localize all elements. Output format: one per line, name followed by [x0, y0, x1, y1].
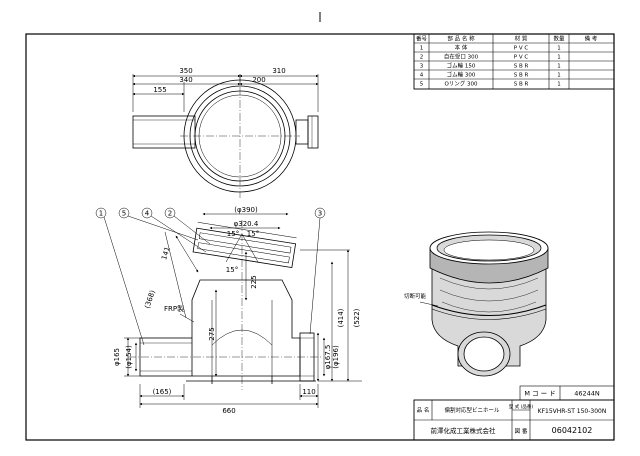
parts-row-1-material: P V C — [514, 46, 529, 52]
company-name: 前澤化成工業株式会社 — [431, 426, 497, 435]
dim-141: 141 — [160, 246, 172, 261]
parts-row-2-material: P V C — [514, 55, 529, 61]
dim-275: 275 — [208, 327, 216, 340]
dim-368: (368) — [143, 289, 157, 310]
parts-row-1-no: 1 — [420, 46, 424, 52]
isometric-view — [429, 231, 549, 377]
parts-row-3-name: ゴム輪 150 — [447, 62, 476, 70]
dim-522: (522) — [353, 308, 361, 327]
balloon-2-label: 2 — [168, 210, 172, 218]
balloon-5-label: 5 — [122, 210, 126, 218]
dim-154: (φ154) — [125, 345, 133, 369]
parts-row-5-name: Oリング 300 — [444, 80, 478, 88]
dim-390: (φ390) — [234, 206, 258, 214]
dim-110: 110 — [302, 388, 315, 396]
title-block — [413, 385, 615, 441]
section-view — [128, 220, 322, 390]
plan-dimensions — [132, 74, 319, 112]
dim-167-5: φ167.5 — [324, 345, 332, 370]
parts-table-headers: 番号 部 品 名 称 材 質 数量 備 考 — [416, 35, 598, 43]
parts-row-5-no: 5 — [420, 82, 424, 88]
parts-header-material: 材 質 — [515, 35, 528, 43]
plan-dimension-labels: 350 310 340 200 155 — [153, 67, 285, 94]
parts-row-3-no: 3 — [420, 64, 424, 70]
cut-location-leader — [419, 301, 439, 307]
dim-414: (414) — [337, 308, 345, 327]
parts-row-2-no: 2 — [420, 55, 424, 61]
parts-row-3-material: S B R — [514, 64, 529, 70]
plan-view — [132, 74, 319, 198]
dim-196: (φ196) — [332, 345, 340, 369]
parts-row-1-qty: 1 — [557, 46, 561, 52]
parts-table — [413, 33, 615, 90]
cut-location-label: 切断可能 — [404, 292, 427, 300]
title-block-text: M コ ー ド 46244N 品 名 偏割対応型ビニホール 型 式 (品番) K… — [417, 390, 607, 436]
dim-angle-15a: 15° — [227, 230, 239, 238]
parts-header-name: 部 品 名 称 — [447, 35, 475, 43]
drawing-no-label: 図 番 — [515, 428, 528, 435]
drawing-frame — [25, 33, 615, 441]
balloon-2 — [164, 207, 176, 219]
parts-row-4-name: ゴム輪 300 — [447, 71, 476, 79]
mcode-value: 46244N — [574, 390, 600, 398]
drawing-no-value: 06042102 — [552, 426, 593, 435]
parts-row-5-qty: 1 — [557, 82, 561, 88]
balloon-3-label: 3 — [318, 210, 322, 218]
balloon-1-label: 1 — [99, 210, 103, 218]
balloon-4 — [141, 207, 153, 219]
dim-340: 340 — [179, 76, 192, 84]
balloon-5 — [118, 207, 130, 219]
parts-table-rows: 1 本 体 P V C 1 2 自在受口 300 P V C 1 3 ゴム輪 1… — [420, 44, 561, 88]
balloon-1 — [95, 207, 107, 219]
parts-row-2-name: 自在受口 300 — [444, 53, 479, 61]
dim-angle-15b: 15° — [247, 230, 259, 238]
frp-label: FRP製 — [164, 304, 184, 313]
parts-header-no: 番号 — [416, 36, 428, 43]
dim-165: φ165 — [113, 348, 121, 366]
dim-200: 200 — [252, 76, 265, 84]
model-label: 型 式 (品番) — [509, 403, 534, 410]
dim-angle-15c: 15° — [226, 266, 238, 274]
dim-660: 660 — [222, 407, 235, 415]
parts-row-2-qty: 1 — [557, 55, 561, 61]
parts-row-5-material: S B R — [514, 82, 529, 88]
section-dimensions — [124, 212, 362, 408]
balloon-4-label: 4 — [145, 210, 150, 218]
dim-310: 310 — [272, 67, 285, 75]
annotations: FRP製 1 5 4 2 3 — [95, 207, 326, 346]
dim-155: 155 — [153, 86, 166, 94]
parts-row-4-no: 4 — [420, 73, 424, 79]
model-value: KF15VHR-ST 150-300N — [538, 408, 607, 415]
parts-header-remarks: 備 考 — [585, 35, 598, 43]
parts-row-4-material: S B R — [514, 73, 529, 79]
dim-350: 350 — [179, 67, 192, 75]
name-value: 偏割対応型ビニホール — [444, 406, 500, 414]
parts-header-qty: 数量 — [553, 35, 565, 43]
section-dimension-labels: (φ390) φ320.4 15° 15° 15° 141 (368) 275 … — [113, 206, 361, 415]
dim-165-bottom: (165) — [153, 388, 172, 396]
name-label: 品 名 — [417, 406, 430, 414]
parts-row-3-qty: 1 — [557, 64, 561, 70]
mcode-label: M コ ー ド — [524, 390, 555, 398]
dim-320-4: φ320.4 — [234, 220, 259, 228]
dim-225: 225 — [250, 275, 258, 288]
parts-row-1-name: 本 体 — [455, 44, 468, 52]
parts-row-4-qty: 1 — [557, 73, 561, 79]
